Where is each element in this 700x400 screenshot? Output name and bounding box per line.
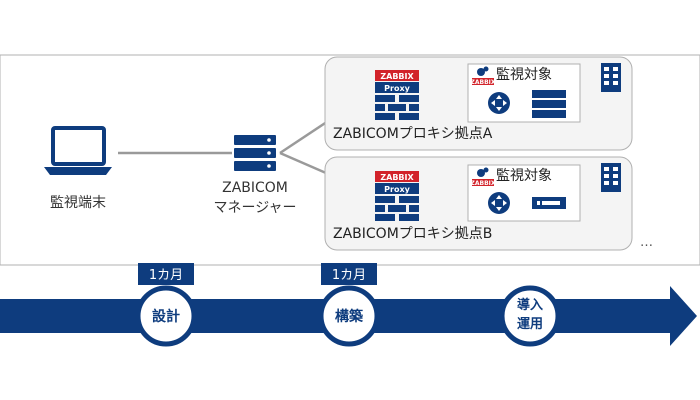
manager-label-line2: マネージャー	[213, 200, 296, 216]
site-a-target-label: 監視対象	[496, 66, 552, 83]
site-b-target-box	[467, 164, 581, 222]
terminal-label: 監視端末	[50, 194, 106, 211]
site-a-server-icon	[532, 90, 566, 118]
site-b-label: ZABICOMプロキシ拠点B	[333, 226, 492, 242]
duration-badge-2-text: 1カ月	[332, 268, 366, 283]
step-design-label: 設計	[152, 308, 180, 325]
site-b-gear-icon	[477, 167, 489, 177]
more-sites-ellipsis: …	[640, 235, 653, 250]
step-circle-build	[318, 285, 380, 347]
site-a-label: ZABICOMプロキシ拠点A	[333, 126, 493, 142]
site-b-router-icon	[488, 192, 510, 214]
site-a-proxy-text: Proxy	[384, 84, 410, 93]
site-b-zabbix-text: ZABBIX	[380, 173, 414, 182]
site-a-router-icon	[488, 92, 510, 114]
svg-text:ZABBIX: ZABBIX	[471, 180, 496, 187]
duration-badge-2	[321, 263, 377, 285]
site-a-building-icon	[601, 63, 621, 92]
site-b-target-badge	[472, 179, 494, 186]
site-a-target-badge	[472, 78, 494, 85]
site-b-switch-icon	[532, 197, 566, 209]
svg-text:ZABBIX: ZABBIX	[471, 79, 496, 86]
step-build-label: 構築	[335, 308, 364, 325]
duration-badge-1	[138, 263, 194, 285]
site-b-proxy-text: Proxy	[384, 185, 410, 194]
site-a-proxy-icon: ZABBIX Proxy	[375, 70, 419, 120]
step-operate-label-line1: 導入	[517, 297, 543, 313]
site-b-target-label: 監視対象	[496, 167, 552, 184]
laptop-icon	[44, 126, 112, 175]
duration-badge-1-text: 1カ月	[149, 268, 183, 283]
step-circle-design	[135, 285, 197, 347]
step-circle-operate	[499, 285, 561, 347]
site-a-gear-icon	[477, 66, 489, 76]
site-b-proxy-icon: ZABBIX Proxy	[375, 171, 419, 221]
site-a-zabbix-text: ZABBIX	[380, 72, 414, 81]
step-operate-label-line2: 運用	[517, 317, 543, 332]
server-stack-icon	[234, 135, 276, 171]
manager-label-line1: ZABICOM	[222, 180, 288, 196]
site-b-building-icon	[601, 163, 621, 192]
